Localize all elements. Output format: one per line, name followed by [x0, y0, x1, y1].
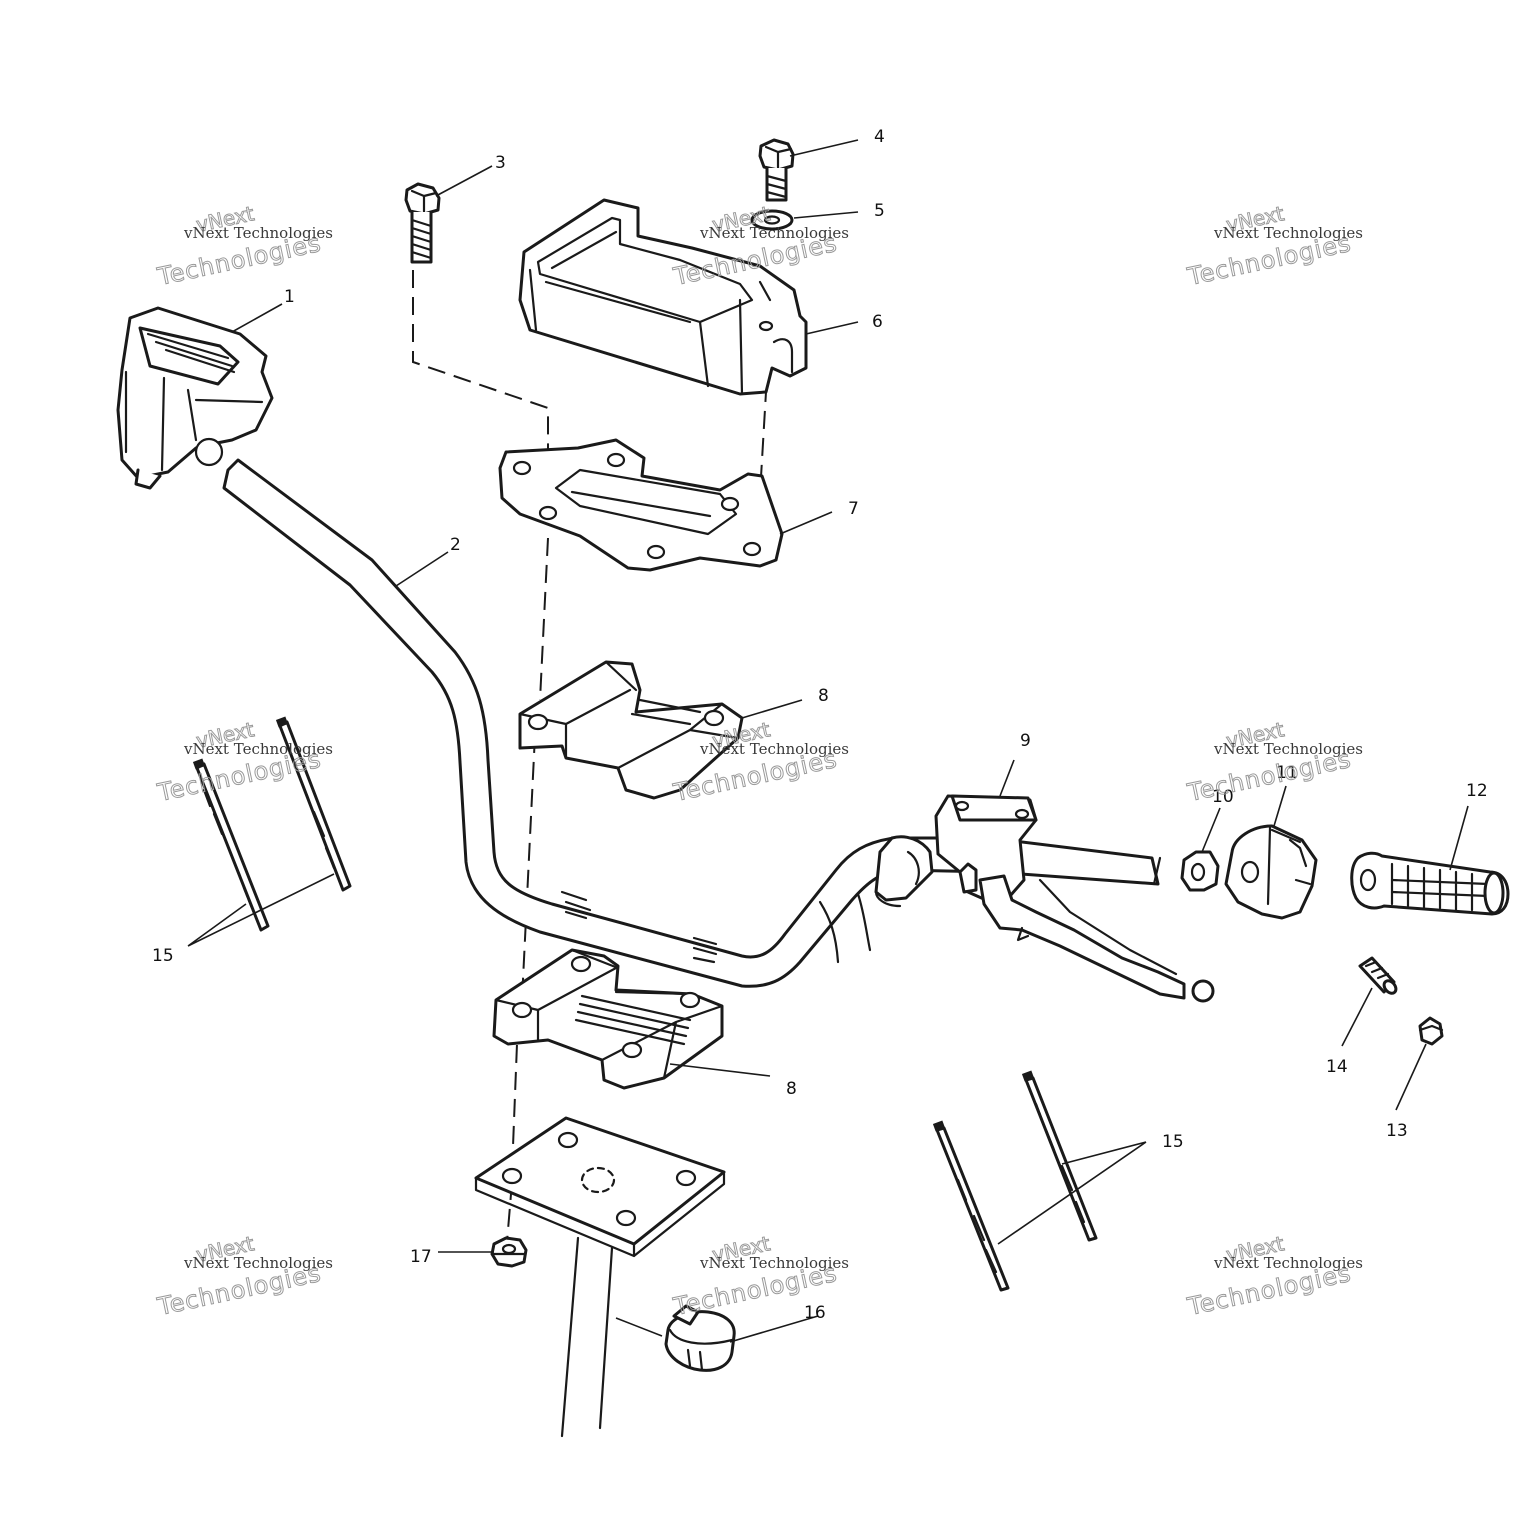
callout-5: 5 [874, 201, 885, 221]
part-5-washer [750, 209, 794, 231]
callout-10: 10 [1212, 787, 1234, 807]
part-14-set-screw [1358, 956, 1398, 995]
watermark-top-left: vNext vNext Technologies Technologies [154, 201, 333, 292]
watermark-text: vNext Technologies [1213, 740, 1363, 758]
callout-8-upper: 8 [818, 686, 829, 706]
watermark-text: vNext Technologies [699, 740, 849, 758]
callout-numbers: 1 2 3 4 5 6 7 8 8 9 10 11 12 13 14 15 15… [152, 127, 1488, 1323]
callout-15-right: 15 [1162, 1132, 1184, 1152]
leader-lines [187, 139, 1469, 1343]
callout-17: 17 [410, 1247, 432, 1267]
callout-3: 3 [495, 153, 506, 173]
part-7-gasket-plate [498, 438, 784, 572]
part-4-bolt [758, 138, 795, 202]
part-9-brake-master-cylinder [874, 794, 1215, 1003]
part-10-spacer [1180, 850, 1220, 892]
watermark-text: vNext Technologies [183, 224, 333, 242]
callout-16: 16 [804, 1303, 826, 1323]
part-16-hose-clamp [664, 1304, 736, 1372]
watermark-text: vNext Technologies [183, 1254, 333, 1272]
callout-12: 12 [1466, 781, 1488, 801]
callout-7: 7 [848, 499, 859, 519]
watermark-mid-right: vNext vNext Technologies Technologies [1184, 717, 1363, 808]
callout-14: 14 [1326, 1057, 1348, 1077]
part-15-cable-ties-right [932, 1070, 1098, 1292]
callout-15-left: 15 [152, 946, 174, 966]
part-3-bolt [404, 182, 441, 264]
watermark-bottom-left: vNext vNext Technologies Technologies [154, 1231, 333, 1322]
callout-11: 11 [1276, 763, 1298, 783]
part-6-handlebar-cover [518, 198, 808, 396]
part-8-upper-clamp [518, 660, 744, 800]
watermark-text: vNext Technologies [183, 740, 333, 758]
watermark-text: vNext Technologies [1213, 224, 1363, 242]
callout-6: 6 [872, 312, 883, 332]
part-8-lower-clamp [492, 948, 724, 1090]
watermark-text: vNext Technologies [699, 224, 849, 242]
mounting-plate-steering-post [474, 1116, 726, 1438]
watermark-bottom-right: vNext vNext Technologies Technologies [1184, 1231, 1363, 1322]
callout-4: 4 [874, 127, 885, 147]
part-13-cap [1418, 1016, 1444, 1046]
part-17-nut [490, 1236, 528, 1268]
callout-1: 1 [284, 287, 295, 307]
callout-2: 2 [450, 535, 461, 555]
part-12-hand-grip [1350, 851, 1510, 916]
part-1-switch-housing [116, 306, 274, 490]
callout-9: 9 [1020, 731, 1031, 751]
part-15-cable-ties-left [192, 716, 352, 932]
callout-8-lower: 8 [786, 1079, 797, 1099]
watermark-text: vNext Technologies [1213, 1254, 1363, 1272]
part-11-switch-assembly [1224, 824, 1318, 920]
watermark-text: vNext Technologies [699, 1254, 849, 1272]
callout-13: 13 [1386, 1121, 1408, 1141]
watermark-top-right: vNext vNext Technologies Technologies [1184, 201, 1363, 292]
